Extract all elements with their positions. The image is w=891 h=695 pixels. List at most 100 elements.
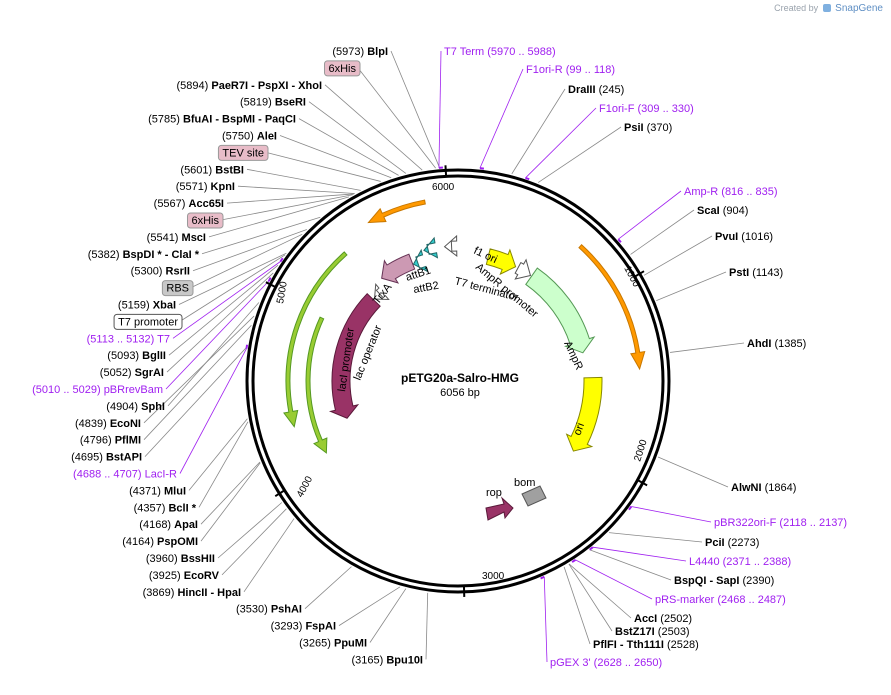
feature-name-box bbox=[113, 313, 183, 330]
leader-line bbox=[369, 588, 407, 643]
leader-line bbox=[537, 126, 622, 183]
enzyme-site-label: PflFI - Tth111I (2528) bbox=[593, 639, 699, 651]
leader-line bbox=[166, 272, 274, 373]
leader-line bbox=[221, 508, 287, 576]
leader-line bbox=[190, 233, 303, 288]
enzyme-site-label: (4371) MluI bbox=[129, 485, 186, 497]
primer-label: L4440 (2371 .. 2388) bbox=[689, 556, 791, 568]
primer-mark bbox=[540, 575, 545, 580]
enzyme-site-label: (5785) BfuAI - BspMI - PaqCI bbox=[148, 114, 296, 126]
feature-name-label: TEV site bbox=[222, 147, 264, 159]
leader-line bbox=[192, 229, 307, 272]
leader-line bbox=[670, 342, 745, 353]
leader-line bbox=[304, 566, 352, 609]
leader-line bbox=[618, 190, 682, 240]
enzyme-site-label: (4168) ApaI bbox=[139, 519, 198, 531]
tick-label: 4000 bbox=[295, 474, 315, 499]
leader-line bbox=[425, 592, 429, 660]
leader-line bbox=[308, 101, 407, 174]
laci-arrow bbox=[328, 292, 381, 419]
enzyme-site-label: (4695) BstAPI bbox=[71, 452, 142, 464]
enzyme-site-label: (5819) BseRI bbox=[240, 97, 306, 109]
orf-arrow bbox=[283, 251, 348, 428]
laci-promoter-arrow bbox=[373, 283, 390, 301]
enzyme-site-label: (5541) MscI bbox=[147, 232, 206, 244]
snapgene-credit: Created by SnapGene bbox=[774, 3, 883, 14]
tick-mark bbox=[633, 270, 645, 279]
primer-label: (5113 .. 5132) T7 bbox=[87, 333, 170, 345]
ampr-arrow bbox=[525, 267, 596, 354]
leader-line bbox=[657, 456, 729, 488]
orf-arrow bbox=[578, 243, 646, 371]
leader-line bbox=[656, 271, 727, 302]
plasmid-name: pETG20a-Salro-HMG bbox=[401, 371, 519, 385]
leader-line bbox=[543, 576, 548, 663]
enzyme-site-label: (5601) BstBI bbox=[180, 164, 244, 176]
enzyme-site-label: PsiI (370) bbox=[624, 122, 672, 134]
enzyme-site-label: (4164) PspOMI bbox=[122, 536, 198, 548]
tick-label: 5000 bbox=[275, 280, 290, 304]
trxa-arrow bbox=[381, 253, 416, 284]
leader-line bbox=[172, 261, 281, 339]
leader-line bbox=[279, 135, 392, 179]
primer-label: (4688 .. 4707) LacI-R bbox=[73, 469, 177, 481]
leader-line bbox=[643, 235, 713, 276]
feature-name-label: RBS bbox=[166, 283, 189, 295]
enzyme-site-label: (4839) EcoNI bbox=[75, 418, 141, 430]
orf-arrow bbox=[367, 199, 426, 224]
enzyme-site-label: (5567) Acc65I bbox=[154, 198, 224, 210]
credit-prefix: Created by bbox=[774, 3, 819, 13]
leader-line bbox=[226, 193, 355, 204]
orf-arrow bbox=[305, 316, 328, 454]
credit-brand: SnapGene bbox=[835, 3, 883, 14]
plasmid-backbone bbox=[245, 168, 671, 594]
enzyme-site-label: (5750) AleI bbox=[222, 131, 277, 143]
label-leader-lines bbox=[143, 50, 745, 663]
enzyme-site-label: (3293) FspAI bbox=[271, 621, 336, 633]
tick-mark bbox=[265, 281, 278, 289]
leader-line bbox=[220, 194, 353, 221]
leader-line bbox=[179, 254, 286, 322]
feature-name-label: 6xHis bbox=[191, 215, 219, 227]
tick-label: 6000 bbox=[432, 182, 455, 193]
leader-line bbox=[324, 84, 423, 171]
ampr-promoter-arrow bbox=[514, 258, 532, 280]
tick-mark bbox=[274, 488, 286, 498]
enzyme-site-label: (4357) BclI * bbox=[134, 502, 197, 514]
enzyme-site-label: (5300) RsrII bbox=[131, 266, 190, 278]
feature-name-label: T7 promoter bbox=[118, 316, 178, 328]
leader-line bbox=[200, 462, 261, 542]
primer-mark bbox=[589, 546, 594, 551]
leader-line bbox=[165, 280, 270, 390]
bom-label: bom bbox=[514, 477, 535, 489]
enzyme-site-label: AlwNI (1864) bbox=[731, 482, 796, 494]
leader-line bbox=[237, 185, 355, 194]
leader-line bbox=[525, 107, 597, 179]
trxa-label: TrxA bbox=[371, 281, 395, 307]
enzyme-site-label: (3165) Bpu10I bbox=[351, 654, 423, 666]
leader-line bbox=[631, 506, 712, 523]
leader-line bbox=[357, 67, 436, 169]
snapgene-logo-icon bbox=[822, 4, 831, 12]
laci-label: lacI bbox=[319, 419, 335, 439]
primer-label: pRS-marker (2468 .. 2487) bbox=[655, 594, 786, 606]
leader-line bbox=[246, 168, 361, 191]
ori-arrow bbox=[565, 376, 603, 452]
primer-mark bbox=[525, 176, 530, 181]
feature-name-box bbox=[217, 144, 269, 161]
tick-mark bbox=[636, 478, 648, 487]
enzyme-site-label: (5894) PaeR7I - PspXI - XhoI bbox=[177, 80, 323, 92]
leader-line bbox=[168, 264, 279, 356]
feature-name-label: 6xHis bbox=[328, 63, 356, 75]
leader-line bbox=[217, 502, 283, 559]
rop-label: rop bbox=[486, 487, 502, 499]
leader-line bbox=[201, 216, 321, 255]
primer-label: T7 Term (5970 .. 5988) bbox=[444, 46, 556, 58]
leader-line bbox=[167, 302, 260, 407]
primer-mark bbox=[245, 344, 249, 349]
primer-mark bbox=[617, 238, 622, 243]
backbone-outer-circle bbox=[245, 168, 671, 594]
leader-line bbox=[568, 563, 632, 619]
